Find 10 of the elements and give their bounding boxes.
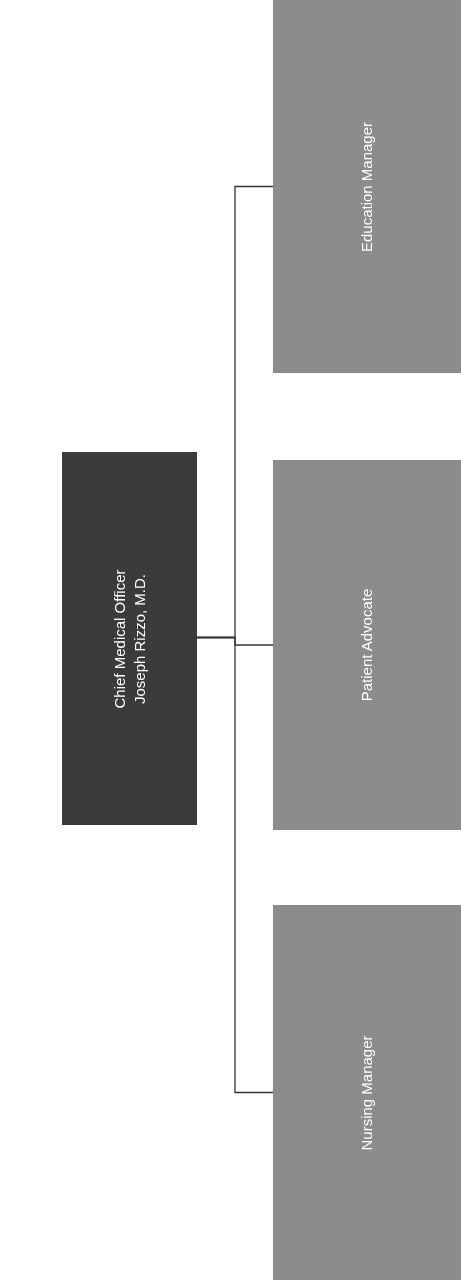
role-title: Nursing Manager [357,1034,376,1151]
role-box [273,460,461,830]
manager-box [62,452,197,825]
connector-line [196,185,274,639]
role-box [273,905,461,1280]
role-title: Patient Advocate [357,588,376,702]
role-title: Education Manager [357,121,376,252]
role-title: Chief Medical Officer [109,569,129,708]
person-name: Joseph Rizzo, M.D. [129,573,149,704]
role-box [273,0,461,373]
